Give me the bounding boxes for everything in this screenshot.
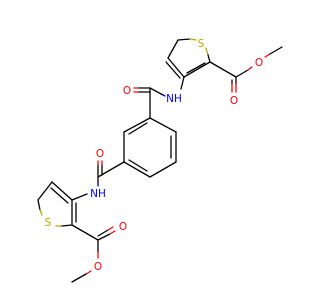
bond [269, 46, 283, 55]
top-thiophene-ring [165, 38, 211, 90]
atom-label-nh: NH [90, 188, 106, 200]
bottom-amide-group [97, 160, 125, 187]
bottom-ester-group [71, 224, 116, 283]
atom-label-nh: NH [166, 93, 182, 105]
double-bond-inner [50, 187, 69, 204]
bond [183, 61, 211, 78]
bond [61, 224, 73, 227]
bond [167, 57, 185, 78]
bottom-thiophene-ring [37, 181, 88, 227]
double-bond-inner [186, 62, 206, 74]
bond [109, 230, 116, 235]
bond [123, 161, 151, 178]
bond [180, 76, 185, 90]
bond [162, 94, 166, 97]
atom-label-oxygen: O [123, 85, 131, 97]
bond [149, 161, 177, 178]
double-bond-inner [165, 61, 181, 79]
top-amide-group [133, 87, 166, 119]
bond [37, 181, 53, 201]
aromatic-bond-inner [128, 159, 148, 172]
aromatic-bond-inner [128, 122, 148, 135]
atom-label-oxygen: O [119, 221, 127, 233]
bond [264, 53, 271, 58]
bond [71, 224, 99, 241]
bond [71, 193, 88, 201]
bond [97, 229, 109, 237]
molecule-structure-diagram: O NH S O O O NH S O O [37, 38, 283, 283]
bond [205, 47, 209, 56]
bond [167, 39, 179, 59]
bond [235, 69, 249, 78]
bond [97, 233, 111, 241]
top-ester-group [209, 46, 283, 93]
bond [189, 38, 197, 41]
atom-label-sulfur: S [45, 217, 52, 229]
bond [85, 270, 92, 275]
atom-label-oxygen: O [255, 57, 263, 69]
bond [247, 66, 253, 71]
atom-label-oxygen: O [230, 95, 238, 107]
bond [149, 117, 177, 133]
bond [207, 54, 211, 63]
atom-label-oxygen: O [94, 261, 102, 273]
bond [71, 273, 87, 283]
atom-label-oxygen: O [96, 148, 104, 160]
bond [149, 87, 164, 96]
bond [177, 38, 191, 41]
bond [51, 181, 73, 201]
atom-label-sulfur: S [198, 38, 205, 50]
bond [37, 199, 41, 211]
bond [107, 226, 114, 231]
bond [209, 61, 237, 78]
central-benzene-ring [123, 117, 177, 178]
bond [39, 209, 43, 216]
bond [123, 117, 151, 133]
